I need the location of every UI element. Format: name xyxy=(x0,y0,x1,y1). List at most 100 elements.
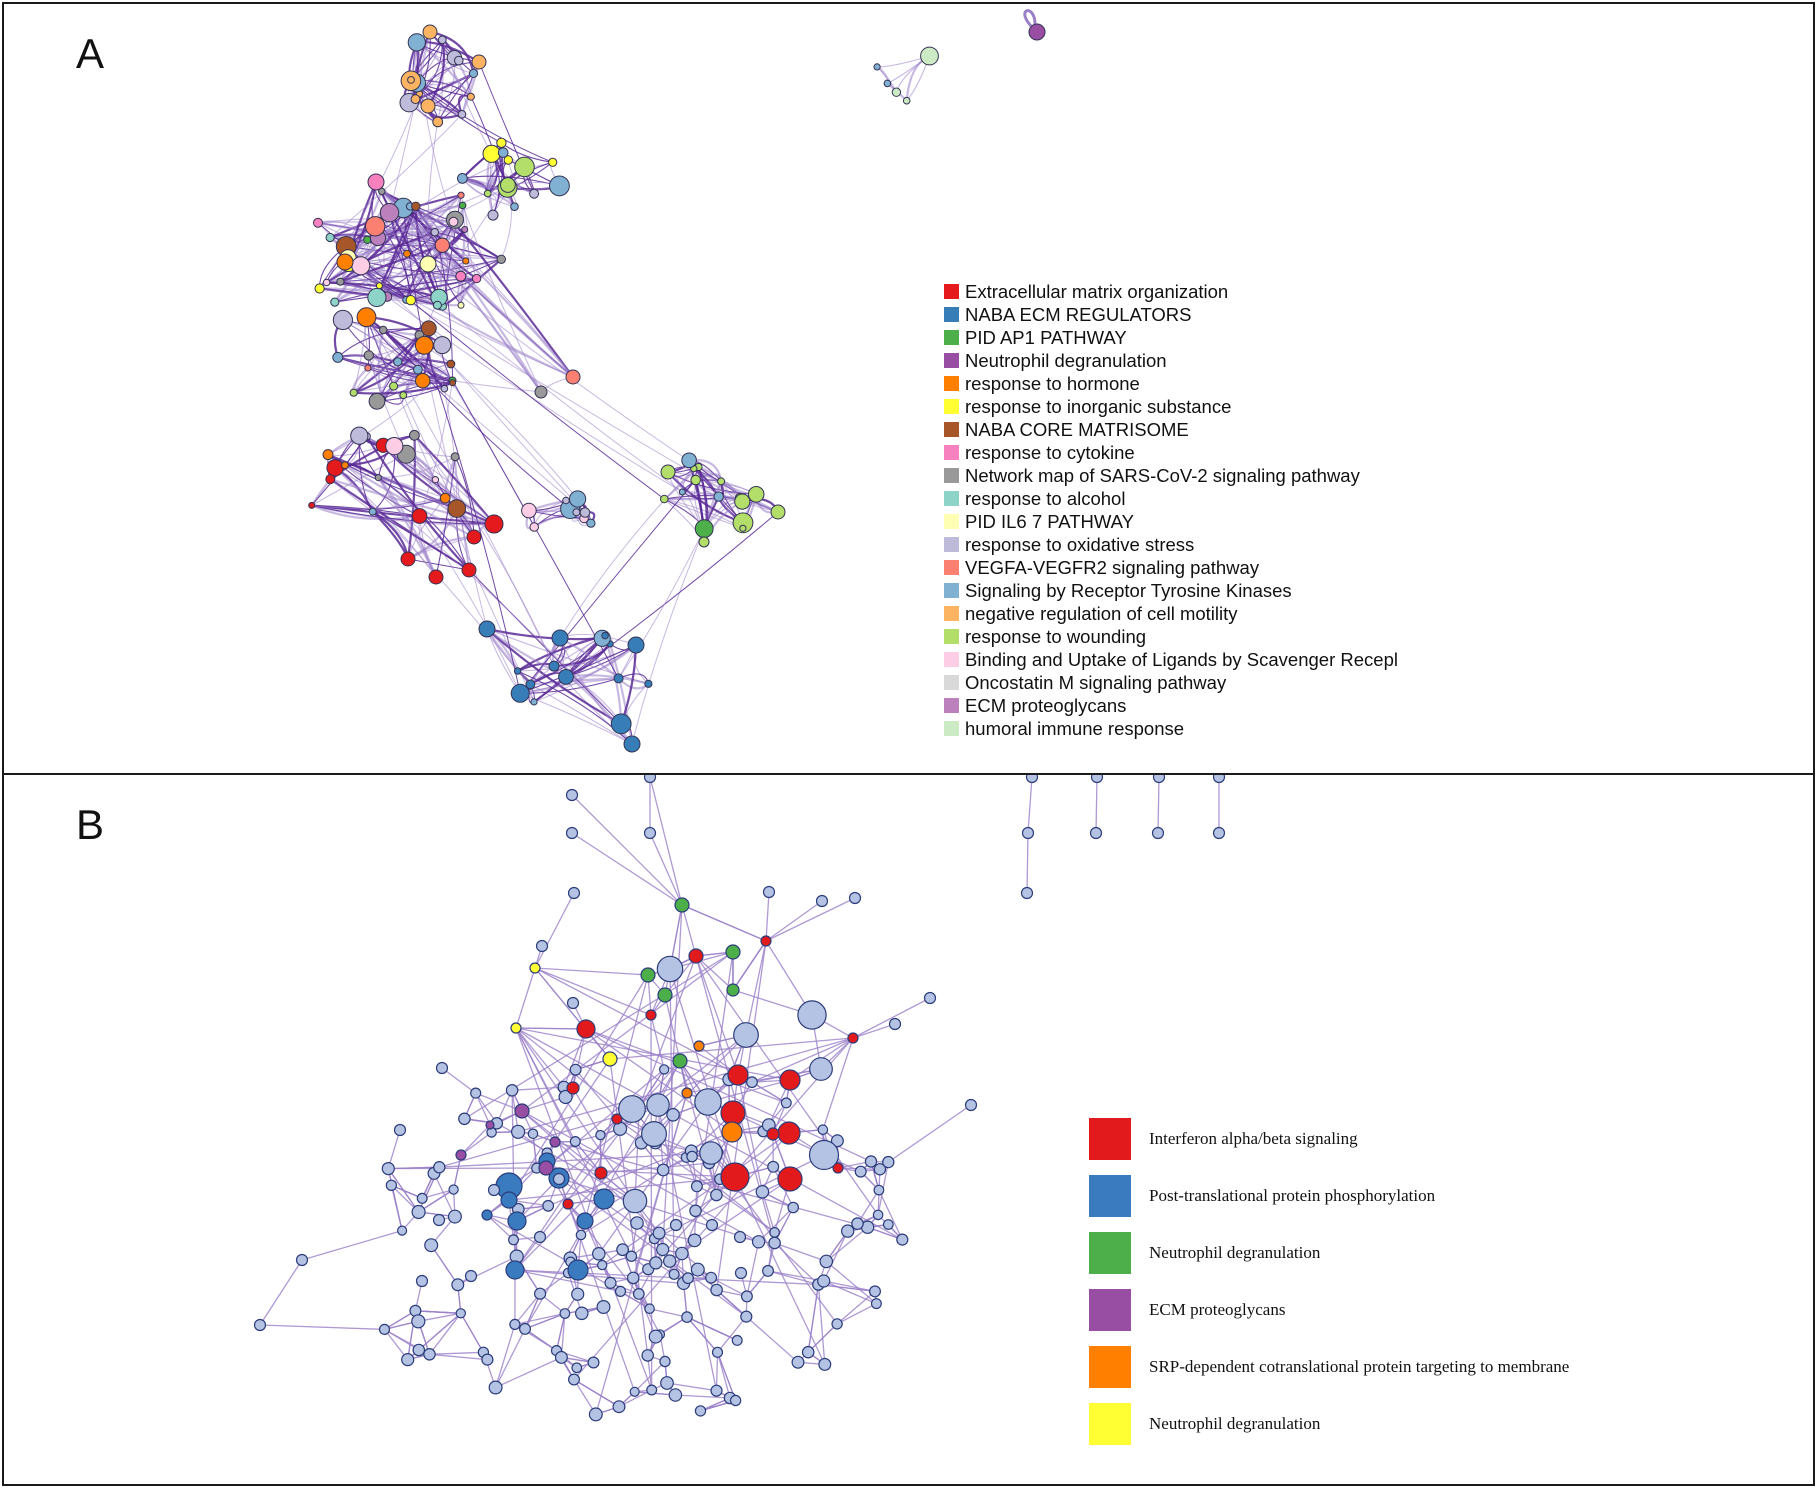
network-a-edge xyxy=(486,628,622,725)
network-b-edge xyxy=(515,967,536,1029)
network-b-node xyxy=(433,1161,446,1174)
network-b-node xyxy=(699,1141,723,1165)
network-b-node xyxy=(594,1166,608,1180)
network-b-edge xyxy=(649,776,683,906)
network-b-node xyxy=(393,1123,407,1137)
network-a-node xyxy=(503,155,513,165)
network-b-edge xyxy=(774,1242,827,1263)
network-b-node xyxy=(851,1217,864,1230)
network-a-edge xyxy=(402,395,475,538)
network-b-node xyxy=(1212,826,1226,840)
network-a-edge xyxy=(520,677,619,694)
network-a-node xyxy=(379,203,400,223)
network-a-node xyxy=(322,278,331,287)
network-a-node xyxy=(454,55,464,66)
panel-b-legend-label: SRP-dependent cotranslational protein ta… xyxy=(1149,1356,1570,1376)
network-b-edge xyxy=(534,967,753,1083)
network-a-node xyxy=(432,300,442,310)
network-b-edge xyxy=(774,1207,794,1244)
network-b-node xyxy=(801,1345,815,1359)
network-b-edge xyxy=(765,900,823,942)
panel-b-legend-item: SRP-dependent cotranslational protein ta… xyxy=(1089,1338,1569,1395)
network-b-node xyxy=(870,1298,882,1310)
network-a-node xyxy=(747,486,765,503)
network-b-edge xyxy=(681,904,767,942)
network-b-edge xyxy=(512,1086,564,1091)
network-b-edge xyxy=(460,1131,492,1156)
network-b-edge xyxy=(649,832,683,906)
network-b-edge xyxy=(387,1168,403,1231)
network-b-node xyxy=(643,775,657,784)
network-a-node xyxy=(487,209,499,221)
network-b-node xyxy=(640,1121,667,1148)
network-b-node xyxy=(597,1259,608,1271)
panel-a-legend-swatch xyxy=(944,376,959,391)
network-b-edge xyxy=(486,1214,514,1241)
network-b-node xyxy=(566,996,580,1010)
network-b-edge xyxy=(600,1162,710,1174)
network-b-edge xyxy=(517,1037,854,1133)
network-b-node xyxy=(529,962,541,974)
network-a-edge xyxy=(339,191,383,283)
panel-b-legend-label: Interferon alpha/beta signaling xyxy=(1149,1128,1358,1148)
panel-a-legend-label: Network map of SARS-CoV-2 signaling path… xyxy=(965,464,1360,486)
network-b-edge xyxy=(384,1328,420,1351)
panel-a-legend-swatch xyxy=(944,422,959,437)
network-b-node xyxy=(760,935,772,947)
network-b-node xyxy=(694,1088,722,1116)
network-a-edge xyxy=(334,467,518,672)
network-a-edge xyxy=(353,381,453,394)
network-a-node xyxy=(891,87,902,97)
network-b-node xyxy=(571,1362,583,1374)
network-b-node xyxy=(873,1163,887,1176)
network-b-edge xyxy=(572,1087,601,1136)
network-b-edge xyxy=(515,1027,636,1202)
network-b-edge xyxy=(515,1027,587,1030)
network-b-node xyxy=(640,967,656,983)
network-a-node xyxy=(420,98,436,114)
network-b-node xyxy=(779,1069,801,1091)
network-a-node xyxy=(457,301,465,309)
network-b-nodes xyxy=(253,775,1226,1422)
network-b-edge xyxy=(524,1312,566,1330)
network-b-node xyxy=(595,1129,606,1141)
panel-a-legend-item: Network map of SARS-CoV-2 signaling path… xyxy=(944,464,1398,487)
network-a-node xyxy=(457,191,465,199)
panel-a-legend-item: VEGFA-VEGFR2 signaling pathway xyxy=(944,556,1398,579)
network-b-node xyxy=(614,1285,627,1298)
network-a-node xyxy=(717,477,726,486)
network-a-node xyxy=(322,449,334,461)
network-b-node xyxy=(485,1120,495,1130)
network-b-edge xyxy=(666,1382,717,1392)
network-b-edge xyxy=(514,1269,684,1284)
network-b-edge xyxy=(807,1284,820,1353)
network-b-edge xyxy=(514,1118,618,1271)
network-b-node xyxy=(645,1009,657,1021)
network-b-node xyxy=(641,1349,654,1362)
panel-b-legend-swatch xyxy=(1089,1231,1131,1274)
network-b-edge xyxy=(746,1241,760,1297)
network-b-edge xyxy=(767,1270,824,1282)
network-a-node xyxy=(363,235,372,245)
network-a-edge xyxy=(441,244,542,393)
panel-a-legend-item: negative regulation of cell motility xyxy=(944,602,1398,625)
network-b-node xyxy=(385,1179,398,1191)
network-b-edge xyxy=(415,1310,461,1314)
network-b-node xyxy=(646,1384,658,1396)
panel-b-legend-label: Post-translational protein phosphorylati… xyxy=(1149,1185,1436,1205)
network-b-node xyxy=(762,885,776,899)
panel-a-legend-label: NABA ECM REGULATORS xyxy=(965,303,1192,325)
network-a-node xyxy=(698,536,710,548)
network-b-edge xyxy=(675,1394,731,1399)
network-b-node xyxy=(882,1155,895,1169)
network-a-node xyxy=(484,514,504,534)
network-b-node xyxy=(569,1063,582,1076)
network-a-node xyxy=(478,620,496,638)
network-b-node xyxy=(690,1262,705,1277)
network-b-edge xyxy=(259,1259,303,1326)
network-b-node xyxy=(768,1236,781,1250)
network-b-node xyxy=(882,1219,894,1230)
network-a-node xyxy=(690,474,702,486)
network-a-node xyxy=(440,384,449,393)
network-b-node xyxy=(458,1112,471,1126)
